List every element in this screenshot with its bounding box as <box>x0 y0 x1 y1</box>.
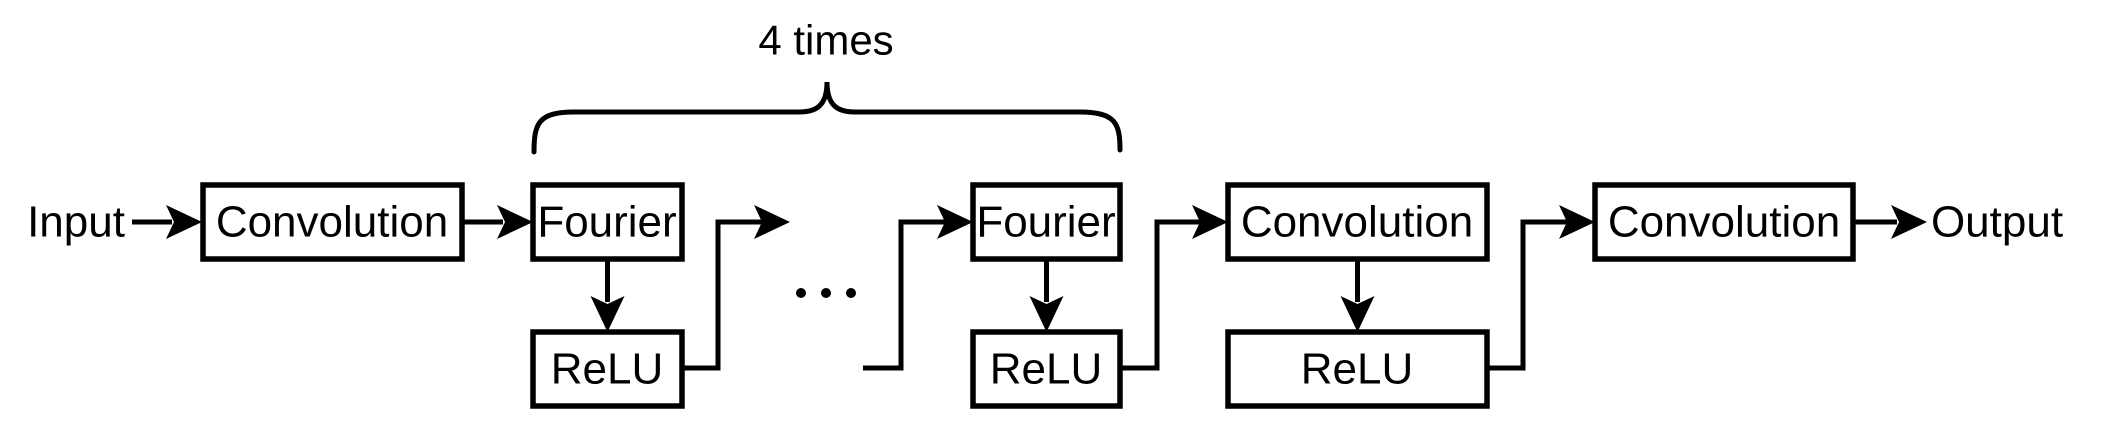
node-box <box>970 182 1123 262</box>
node-label: Convolution <box>1241 198 1473 247</box>
node-box <box>1225 182 1490 262</box>
node-box <box>1592 182 1856 262</box>
repeat-brace-icon <box>531 81 1123 155</box>
node-label: Fourier <box>537 198 676 247</box>
arrow-convolution3-to-output <box>1853 205 1927 239</box>
ellipsis-dot <box>846 288 856 298</box>
input-label: Input <box>27 198 125 247</box>
arrowhead-icon <box>937 205 973 239</box>
node-label: ReLU <box>551 345 664 394</box>
ellipsis-dot <box>821 288 831 298</box>
arrowhead-icon <box>1340 296 1375 332</box>
arrow-fourier1-to-relu1 <box>590 259 625 332</box>
arrow-convolution2-to-relu3 <box>1340 259 1375 332</box>
node-convolution-1: Convolution <box>200 182 465 262</box>
arrow-line <box>1487 219 1567 371</box>
arrowhead-icon <box>1029 296 1064 332</box>
node-label: Fourier <box>976 198 1115 247</box>
node-fourier-1: Fourier <box>530 182 685 262</box>
repeat-annotation: 4 times <box>531 17 1123 155</box>
node-fourier-2: Fourier <box>970 182 1123 262</box>
arrowhead-icon <box>1559 205 1595 239</box>
arrow-line <box>863 219 945 371</box>
arrowhead-icon <box>497 205 533 239</box>
node-label: Convolution <box>216 198 448 247</box>
node-label: Convolution <box>1608 198 1840 247</box>
output-label: Output <box>1931 198 2063 247</box>
arrowhead-icon <box>1192 205 1228 239</box>
ellipsis-dot <box>796 288 806 298</box>
arrow-fourier2-to-relu2 <box>1029 259 1064 332</box>
node-label: ReLU <box>990 345 1103 394</box>
node-convolution-3: Convolution <box>1592 182 1856 262</box>
arrowhead-icon <box>1891 205 1927 239</box>
repeat-count-label: 4 times <box>758 17 893 64</box>
node-label: ReLU <box>1301 345 1414 394</box>
arrowhead-icon <box>166 205 202 239</box>
arrow-relu3-to-convolution3 <box>1487 205 1595 371</box>
arrow-relu2-to-convolution2 <box>1120 205 1228 371</box>
arrowhead-icon <box>590 296 625 332</box>
node-relu-1: ReLU <box>530 329 685 409</box>
node-convolution-2: Convolution <box>1225 182 1490 262</box>
arrow-line <box>682 219 762 371</box>
arrowhead-icon <box>754 205 790 239</box>
ellipsis-dots <box>796 288 856 298</box>
node-relu-2: ReLU <box>970 329 1123 409</box>
arrow-input-to-convolution1 <box>132 205 202 239</box>
arrow-convolution1-to-fourier1 <box>462 205 533 239</box>
node-relu-3: ReLU <box>1225 329 1490 409</box>
node-box <box>970 329 1123 409</box>
arrow-ellipsis-to-fourier2 <box>863 205 973 371</box>
arrow-line <box>1120 219 1200 371</box>
node-box <box>1225 329 1490 409</box>
arrow-relu1-to-ellipsis <box>682 205 790 371</box>
